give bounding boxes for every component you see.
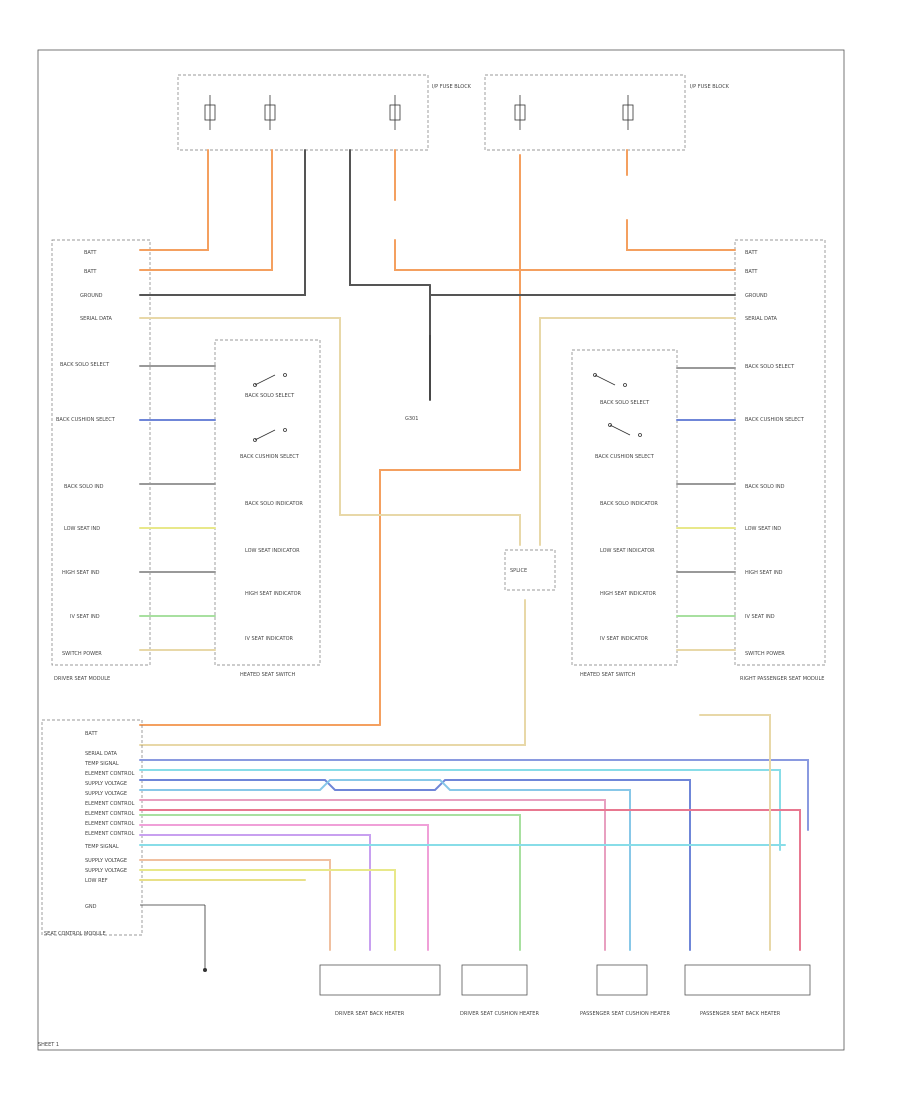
passenger-module-wires: [676, 367, 736, 651]
module-label-2: TEMP SIGNAL: [84, 761, 119, 767]
splice-label: SPLICE: [510, 568, 527, 574]
passenger-seat-module: [734, 239, 826, 666]
control-module-pins: BATT SERIAL DATA TEMP SIGNAL ELEMENT CON…: [84, 731, 135, 910]
left-label-1: BATT: [84, 269, 97, 275]
right-label-7: LOW SEAT IND: [745, 526, 781, 532]
module-label-3: ELEMENT CONTROL: [85, 771, 135, 777]
driver-switch-box: [214, 339, 321, 666]
seat-heater-label-2: PASSENGER SEAT CUSHION HEATER: [580, 1011, 670, 1017]
left-label-9: IV SEAT IND: [70, 614, 100, 620]
serial-data-wires: [139, 317, 736, 746]
left-label-5: BACK CUSHION SELECT: [56, 417, 116, 423]
passenger-switch-items: BACK SOLO SELECT BACK CUSHION SELECT BAC…: [595, 400, 658, 642]
passenger-switch-contacts: [593, 373, 642, 437]
driver-switch-item-5: IV SEAT INDICATOR: [245, 636, 294, 642]
left-label-3: SERIAL DATA: [80, 316, 113, 322]
ground-wires: [139, 149, 736, 401]
module-label-13: LOW REF: [85, 878, 108, 884]
fuse-block-left: [177, 74, 429, 151]
seat-heater-label-1: DRIVER SEAT CUSHION HEATER: [460, 1011, 539, 1017]
right-label-8: HIGH SEAT IND: [745, 570, 783, 576]
module-label-5: SUPPLY VOLTAGE: [85, 791, 127, 797]
driver-switch-item-3: LOW SEAT INDICATOR: [245, 548, 300, 554]
passenger-seat-module-label: RIGHT PASSENGER SEAT MODULE: [740, 676, 824, 682]
module-label-0: BATT: [85, 731, 98, 737]
right-label-0: BATT: [745, 250, 758, 256]
ground-symbol: [203, 968, 207, 972]
passenger-switch-item-3: LOW SEAT INDICATOR: [600, 548, 655, 554]
module-label-14: GND: [85, 904, 97, 910]
page-footer: SHEET 1: [38, 1042, 60, 1048]
driver-switch-item-1: BACK CUSHION SELECT: [240, 454, 300, 460]
module-label-12: SUPPLY VOLTAGE: [85, 868, 127, 874]
module-label-10: TEMP SIGNAL: [84, 844, 119, 850]
seat-heater-label-3: PASSENGER SEAT BACK HEATER: [700, 1011, 781, 1017]
module-label-7: ELEMENT CONTROL: [85, 811, 135, 817]
left-label-10: SWITCH POWER: [62, 651, 102, 657]
passenger-seat-back-heater: [684, 964, 811, 996]
passenger-switch-item-2: BACK SOLO INDICATOR: [600, 501, 658, 507]
orange-wires: [139, 149, 736, 726]
right-label-3: SERIAL DATA: [745, 316, 778, 322]
left-label-8: HIGH SEAT IND: [62, 570, 100, 576]
left-label-4: BACK SOLO SELECT: [60, 362, 110, 368]
right-label-10: SWITCH POWER: [745, 651, 785, 657]
left-label-2: GROUND: [80, 293, 103, 299]
ground-label: G301: [405, 416, 418, 422]
right-label-5: BACK CUSHION SELECT: [745, 417, 805, 423]
driver-module-wires: [139, 365, 216, 651]
driver-seat-module: [51, 239, 151, 666]
driver-seat-back-heater: [319, 964, 441, 996]
fuse-block-left-label: I/P FUSE BLOCK: [432, 84, 472, 90]
module-label-9: ELEMENT CONTROL: [85, 831, 135, 837]
seat-control-module: [41, 719, 143, 936]
seat-control-module-label: SEAT CONTROL MODULE: [44, 931, 106, 937]
driver-module-pins: BATT BATT GROUND SERIAL DATA BACK SOLO S…: [56, 250, 116, 657]
passenger-seat-cushion-heater: [596, 964, 648, 996]
right-label-1: BATT: [745, 269, 758, 275]
module-label-1: SERIAL DATA: [85, 751, 118, 757]
right-label-4: BACK SOLO SELECT: [745, 364, 795, 370]
passenger-switch-label: HEATED SEAT SWITCH: [580, 672, 635, 678]
driver-switch-items: BACK SOLO SELECT BACK CUSHION SELECT BAC…: [240, 393, 303, 642]
fuse-block-right: [484, 74, 686, 151]
module-label-11: SUPPLY VOLTAGE: [85, 858, 127, 864]
left-label-0: BATT: [84, 250, 97, 256]
driver-seat-cushion-heater: [461, 964, 528, 996]
passenger-switch-item-5: IV SEAT INDICATOR: [600, 636, 649, 642]
passenger-switch-box: [571, 349, 678, 666]
left-label-7: LOW SEAT IND: [64, 526, 100, 532]
passenger-switch-item-1: BACK CUSHION SELECT: [595, 454, 655, 460]
splice-box: [504, 549, 556, 591]
passenger-module-pins: BATT BATT GROUND SERIAL DATA BACK SOLO S…: [745, 250, 805, 657]
passenger-switch-item-0: BACK SOLO SELECT: [600, 400, 650, 406]
passenger-switch-item-4: HIGH SEAT INDICATOR: [600, 591, 657, 597]
outer-frame: [37, 49, 845, 1051]
driver-switch-item-2: BACK SOLO INDICATOR: [245, 501, 303, 507]
driver-seat-module-label: DRIVER SEAT MODULE: [54, 676, 110, 682]
module-label-4: SUPPLY VOLTAGE: [85, 781, 127, 787]
right-label-6: BACK SOLO IND: [745, 484, 785, 490]
driver-switch-label: HEATED SEAT SWITCH: [240, 672, 295, 678]
fuse-details: [204, 95, 634, 130]
right-label-9: IV SEAT IND: [745, 614, 775, 620]
fuse-block-right-label: I/P FUSE BLOCK: [690, 84, 730, 90]
module-label-8: ELEMENT CONTROL: [85, 821, 135, 827]
driver-switch-item-0: BACK SOLO SELECT: [245, 393, 295, 399]
control-module-wires: [139, 714, 809, 951]
right-label-2: GROUND: [745, 293, 768, 299]
module-label-6: ELEMENT CONTROL: [85, 801, 135, 807]
left-label-6: BACK SOLO IND: [64, 484, 104, 490]
driver-switch-item-4: HIGH SEAT INDICATOR: [245, 591, 302, 597]
driver-switch-contacts: [253, 373, 287, 442]
seat-heater-label-0: DRIVER SEAT BACK HEATER: [335, 1011, 405, 1017]
